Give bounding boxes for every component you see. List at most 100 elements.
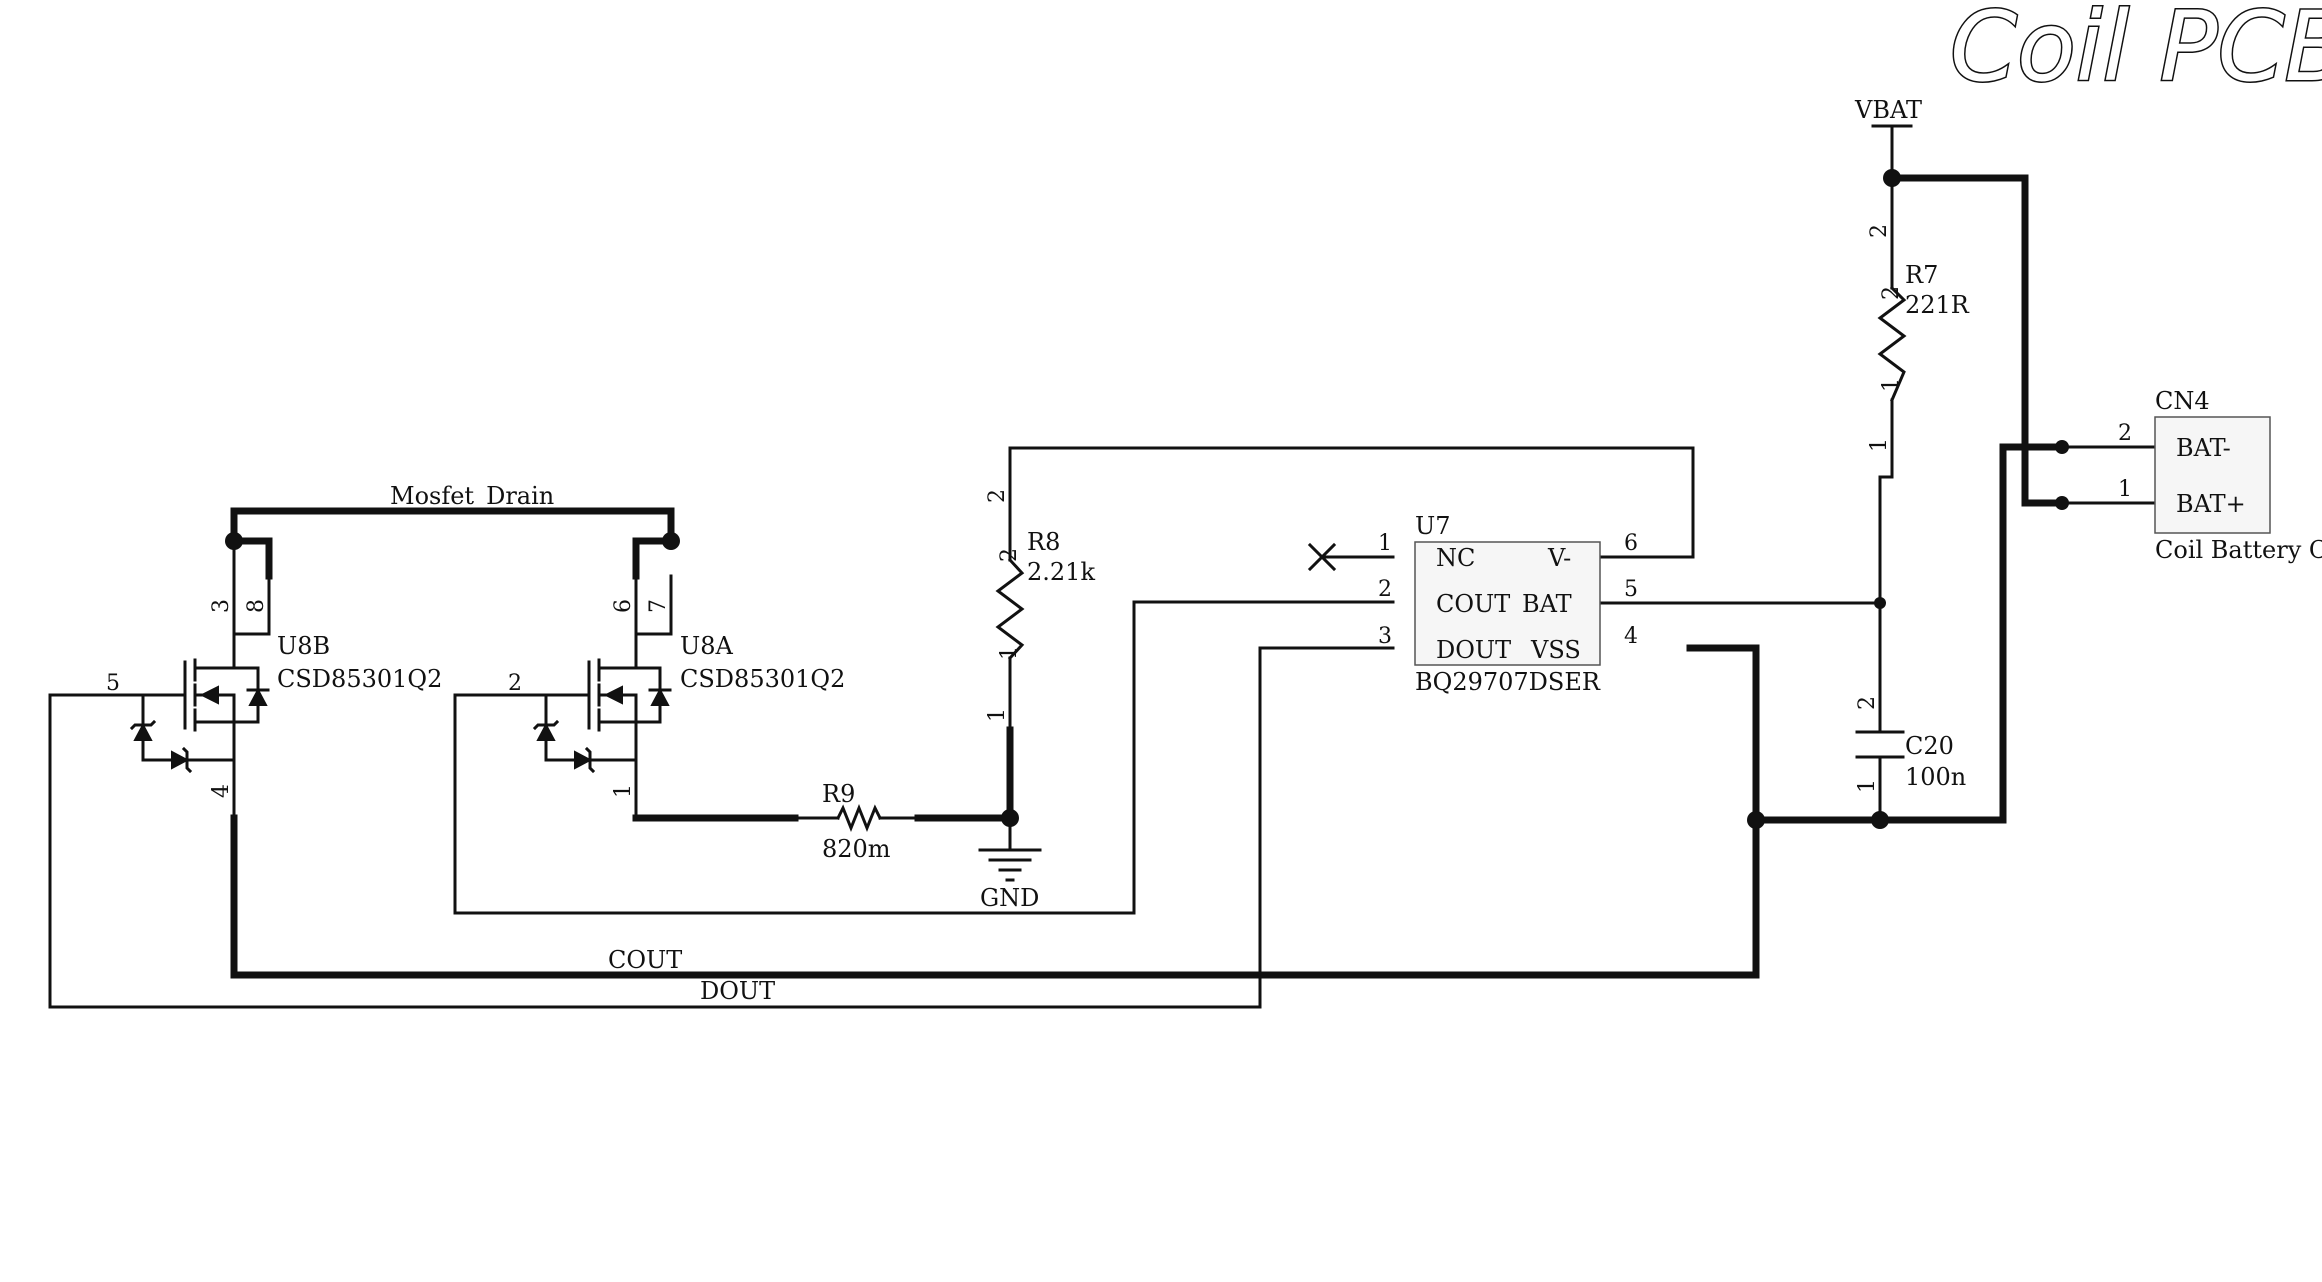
u7-pin-number-nc: 1: [1378, 531, 1392, 556]
u8a-zener-lead: [544, 693, 638, 762]
r9-ref: R9: [822, 780, 855, 808]
u8a-body-diode: [650, 687, 670, 706]
wire-vss-net: [1686, 443, 2066, 824]
junction-dot: [2055, 496, 2069, 510]
r7-value: 221R: [1905, 291, 1970, 319]
u7-pin-number-vss: 4: [1624, 624, 1638, 649]
u8a-zener-2: [574, 750, 593, 770]
u8a-pin-6: 6: [611, 599, 636, 613]
u8b-pin-8: 8: [244, 599, 269, 613]
cn4-part: Coil Battery Co: [2155, 536, 2322, 564]
u8a-pin-1: 1: [611, 784, 636, 798]
net-label-gnd: GND: [980, 884, 1039, 912]
u8a-body-arrow: [603, 685, 623, 705]
u7-ref: U7: [1415, 512, 1451, 540]
u7-pin-number-bat: 5: [1624, 577, 1638, 602]
r8-zigzag: [995, 557, 1025, 661]
capacitor-c20: [1855, 730, 1905, 759]
net-label-mosfet-drain: Mosfet_Drain: [390, 482, 554, 510]
wire-dout-net: [48, 646, 1395, 1009]
connector-cn4: [2154, 416, 2271, 534]
r9-value: 820m: [822, 835, 891, 863]
u8b-pin-5: 5: [106, 671, 120, 696]
wire-cout-net: [230, 644, 1760, 979]
r7-pin-bottom: 1: [1867, 438, 1892, 452]
u8b-body-diode: [248, 687, 268, 706]
net-label-dout: DOUT: [700, 977, 775, 1005]
u7-pin-number-cout: 2: [1378, 577, 1392, 602]
u8b-zener-1-bar: [129, 719, 157, 731]
cn4-pin-name-bat-plus: BAT+: [2176, 490, 2246, 518]
resistor-r9: [793, 803, 920, 833]
u8a-zener-1: [536, 722, 556, 741]
junction-dot: [1874, 597, 1886, 609]
resistor-r7: [1877, 285, 1907, 402]
net-label-cout: COUT: [608, 946, 682, 974]
u7-pin-name-nc: NC: [1436, 544, 1475, 572]
cn4-ref: CN4: [2155, 387, 2210, 415]
resistor-r8: [995, 482, 1025, 732]
ic-u7: [1307, 541, 1601, 666]
junction-dot: [1001, 809, 1019, 827]
wire-u8a-drain-loop: [632, 537, 675, 580]
u8b-zener-2: [171, 750, 190, 770]
r8-pin-inner-top: 2: [997, 548, 1022, 562]
u8b-body-arrow: [199, 685, 219, 705]
cn4-pin-number-bat-plus: 1: [2118, 477, 2132, 502]
r8-pin-top: 2: [985, 489, 1010, 503]
junction-dot: [1871, 811, 1889, 829]
u7-part: BQ29707DSER: [1415, 668, 1601, 696]
r7-pin-inner-bottom: 1: [1879, 378, 1904, 392]
junction-dot: [225, 532, 243, 550]
junction-dot: [2055, 440, 2069, 454]
u8a-part: CSD85301Q2: [680, 665, 845, 693]
u7-pin-name-vss: VSS: [1530, 636, 1581, 664]
u7-pin-number-dout: 3: [1378, 624, 1392, 649]
r8-pin-inner-bottom: 1: [997, 646, 1022, 660]
u7-pin-number-vminus: 6: [1624, 531, 1638, 556]
r7-pin-top: 2: [1867, 224, 1892, 238]
junctions: [225, 169, 2069, 829]
wire-vbat-batplus: [1888, 174, 2066, 507]
u7-pin-name-cout: COUT: [1436, 590, 1510, 618]
u8a-pin-2: 2: [508, 671, 522, 696]
c20-value: 100n: [1905, 763, 1966, 791]
cn4-body: [2154, 416, 2271, 534]
junction-dot: [1883, 169, 1901, 187]
u8b-part: CSD85301Q2: [277, 665, 442, 693]
junction-dot: [662, 532, 680, 550]
u8b-zener-1: [133, 722, 153, 741]
u8a-ref: U8A: [680, 632, 733, 660]
wire-u8b-drain-loop: [230, 537, 273, 580]
r7-zigzag: [1877, 285, 1907, 402]
junction-dot: [1747, 811, 1765, 829]
u8a-zener-1-bar: [532, 719, 560, 731]
cn4-pin-name-bat-minus: BAT-: [2176, 434, 2231, 462]
u7-pin-name-dout: DOUT: [1436, 636, 1511, 664]
u8b-pin-3: 3: [209, 599, 234, 613]
u8a-source-lead: [597, 720, 638, 762]
u7-body: [1414, 541, 1601, 666]
mosfet-u8b: [123, 658, 270, 774]
r8-ref: R8: [1027, 528, 1060, 556]
u8b-zener-lead: [141, 693, 236, 762]
u8b-source-lead: [193, 720, 236, 762]
wire-mosfet-drain: [230, 507, 675, 545]
mosfet-u8a: [532, 658, 672, 774]
nc-x-2: [1307, 542, 1337, 572]
gnd-symbol: [978, 848, 1042, 882]
c20-pin-top: 2: [1855, 696, 1880, 710]
wire-r8-vminus: [1008, 446, 1695, 559]
r7-pin-inner-top: 2: [1879, 286, 1904, 300]
u8a-zener-2-bar: [584, 746, 596, 774]
r8-value: 2.21k: [1027, 558, 1095, 586]
c20-pin-bottom: 1: [1855, 779, 1880, 793]
r8-pin-bottom: 1: [985, 708, 1010, 722]
u8b-pin-4: 4: [209, 784, 234, 798]
u7-pin-name-bat: BAT: [1522, 590, 1572, 618]
r9-zigzag: [835, 803, 883, 833]
wires: [48, 124, 2157, 1009]
r7-ref: R7: [1905, 261, 1938, 289]
u8a-pin-7: 7: [646, 599, 671, 613]
